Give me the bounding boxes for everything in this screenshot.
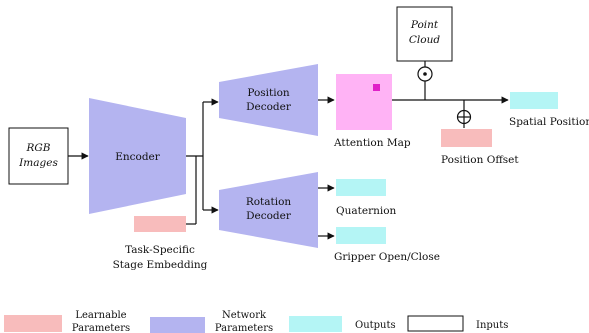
gripper-swatch <box>336 227 386 244</box>
legend-learnable-swatch <box>4 315 62 332</box>
attention-map-output: Attention Map <box>333 74 411 149</box>
position-decoder-shape <box>219 64 318 136</box>
quaternion-swatch <box>336 179 386 196</box>
task-embedding-swatch <box>134 216 186 232</box>
rgb-images-label-line2: Images <box>18 157 58 169</box>
position-offset-swatch <box>441 129 492 147</box>
rgb-images-label-line1: RGB <box>25 142 50 154</box>
position-offset-label: Position Offset <box>441 154 519 166</box>
point-cloud-box <box>396 6 453 62</box>
rotation-decoder-label-line1: Rotation <box>246 196 292 208</box>
task-embedding-label-line1: Task-Specific <box>125 244 195 256</box>
edges <box>68 61 509 240</box>
quaternion-label: Quaternion <box>336 205 397 217</box>
gripper-label: Gripper Open/Close <box>334 251 440 263</box>
dot-product-center <box>423 72 427 76</box>
position-offset-parameter: Position Offset <box>441 129 519 166</box>
quaternion-output: Quaternion <box>336 179 397 217</box>
rgb-images-input: RGB Images <box>8 127 69 185</box>
spatial-position-output: Spatial Position <box>509 92 589 128</box>
position-decoder-label-line2: Decoder <box>246 101 292 113</box>
spatial-position-label: Spatial Position <box>509 116 589 128</box>
legend-network-swatch <box>150 317 205 333</box>
point-cloud-label-line1: Point <box>410 19 439 31</box>
encoder-label: Encoder <box>115 151 161 163</box>
dot-product-operator <box>417 66 433 82</box>
task-embedding-input: Task-Specific Stage Embedding <box>113 216 208 271</box>
legend-outputs-swatch <box>289 316 342 332</box>
attention-map-peak <box>373 84 380 91</box>
rotation-decoder-shape <box>219 172 318 248</box>
position-decoder-label-line1: Position <box>247 87 290 99</box>
legend-learnable-label-line2: Parameters <box>72 323 130 333</box>
rotation-decoder-module: Rotation Decoder <box>219 172 318 248</box>
task-embedding-label-line2: Stage Embedding <box>113 259 208 271</box>
rgb-images-box <box>8 127 69 185</box>
legend-network-label-line1: Network <box>222 310 267 321</box>
legend: Learnable Parameters Network Parameters … <box>4 310 508 333</box>
encoder-shape <box>89 98 186 214</box>
legend-outputs-label: Outputs <box>355 320 396 331</box>
addition-operator <box>456 109 472 125</box>
point-cloud-label-line2: Cloud <box>409 34 440 46</box>
gripper-output: Gripper Open/Close <box>334 227 440 263</box>
legend-learnable-label-line1: Learnable <box>75 310 126 321</box>
encoder-module: Encoder <box>89 98 186 214</box>
attention-map-square <box>336 74 392 130</box>
legend-inputs-label: Inputs <box>476 320 508 331</box>
spatial-position-swatch <box>510 92 558 109</box>
legend-inputs-swatch <box>407 315 464 332</box>
attention-map-label: Attention Map <box>333 137 411 149</box>
position-decoder-module: Position Decoder <box>219 64 318 136</box>
point-cloud-input: Point Cloud <box>396 6 453 62</box>
legend-network-label-line2: Parameters <box>215 323 273 333</box>
rotation-decoder-label-line2: Decoder <box>246 210 292 222</box>
